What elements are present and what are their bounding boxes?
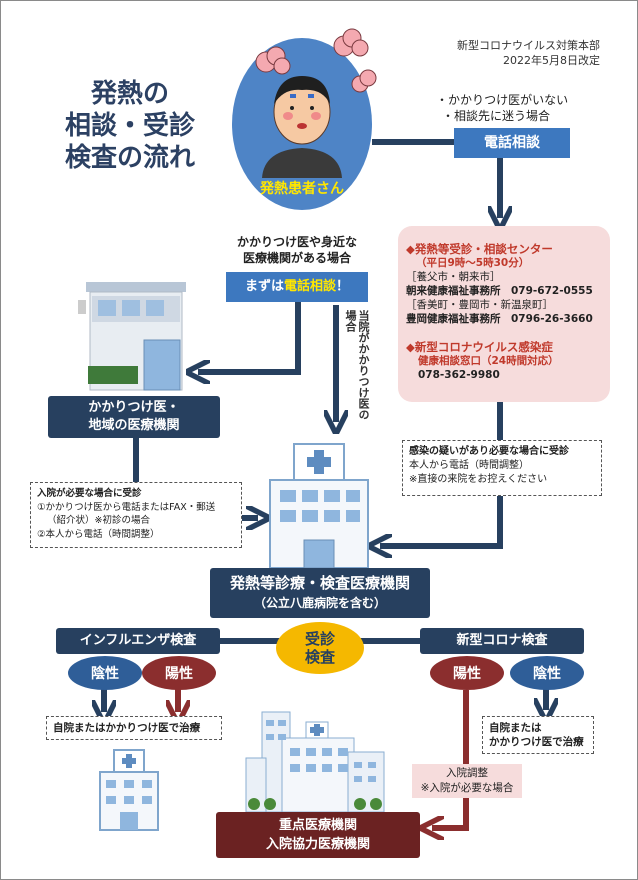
corona-test-label: 新型コロナ検査 <box>420 628 584 654</box>
first-phone-emphasis: 電話相談 <box>283 279 336 294</box>
priority-line-1: 重点医療機関 <box>278 818 357 833</box>
first-phone-prefix: まずは <box>244 279 284 294</box>
center-office-2: 豊岡健康福祉事務所 0796-26-3660 <box>406 313 593 325</box>
center-area-2: ［香美町・豊岡市・新温泉町］ <box>406 299 553 311</box>
admission-line-1: 入院が必要な場合に受診 <box>37 488 142 499</box>
arrow-to-family-clinic <box>198 302 301 372</box>
consult-line-1: 受診 <box>304 630 335 648</box>
exam-hospital-line-1: 発熱等診療・検査医療機関 <box>229 574 410 592</box>
center-heading-2: ◆新型コロナウイルス感染症 <box>406 340 553 354</box>
family-clinic-box: かかりつけ医・ 地域の医療機関 <box>48 396 220 438</box>
exam-hospital-box: 発熱等診療・検査医療機関 （公立八鹿病院を含む） <box>210 568 430 618</box>
suspect-line-1: 感染の疑いがあり必要な場合に受診 <box>409 446 569 457</box>
has-doctor-conditions: かかりつけ医や身近な 医療機関がある場合 <box>222 234 372 266</box>
family-clinic-line-1: かかりつけ医・ <box>88 400 180 415</box>
phone-consult-button: 電話相談 <box>454 128 570 158</box>
treat-left-box: 自院またはかかりつけ医で治療 <box>46 716 222 740</box>
treat-right-line-1: 自院または <box>489 722 542 734</box>
admission-adjust-box: 入院調整 ※入院が必要な場合 <box>412 764 522 798</box>
center-24h: 健康相談窓口（24時間対応） <box>418 355 559 367</box>
suspect-line-3: ※直接の来院をお控えください <box>409 474 548 485</box>
first-phone-consult-button: まずは電話相談！ <box>226 272 368 302</box>
admission-note-box: 入院が必要な場合に受診 ①かかりつけ医から電話またはFAX・郵送 （紹介状）※初… <box>30 482 242 548</box>
center-hours: （平日9時～5時30分） <box>416 257 530 269</box>
no-doctor-line-2: ・相談先に迷う場合 <box>442 109 551 123</box>
header-info: 新型コロナウイルス対策本部 2022年5月8日改定 <box>457 38 600 68</box>
exam-hospital-line-2: （公立八鹿病院を含む） <box>253 596 386 610</box>
center-office-1: 朝来健康福祉事務所 079-672-0555 <box>406 285 593 297</box>
adjust-line-2: ※入院が必要な場合 <box>420 782 514 794</box>
suspect-note-box: 感染の疑いがあり必要な場合に受診 本人から電話（時間調整） ※直接の来院をお控え… <box>402 440 602 496</box>
patient-label: 発熱患者さん <box>260 181 344 197</box>
consultation-center-box: ◆発熱等受診・相談センター （平日9時～5時30分） ［養父市・朝来市］ 朝来健… <box>398 226 610 402</box>
org-name: 新型コロナウイルス対策本部 <box>457 39 600 52</box>
no-doctor-line-1: ・かかりつけ医がいない <box>436 93 569 107</box>
treat-right-line-2: かかりつけ医で治療 <box>489 736 584 748</box>
first-phone-suffix: ！ <box>336 279 350 294</box>
center-phone: 078-362-9980 <box>418 369 500 381</box>
influenza-positive: 陽性 <box>142 656 216 690</box>
admission-line-4: ②本人から電話（時間調整） <box>37 528 160 540</box>
influenza-negative: 陰性 <box>68 656 142 690</box>
own-hospital-note: 当院がかかりつけ医の場合 <box>344 310 370 420</box>
center-area-1: ［養父市・朝来市］ <box>406 271 501 283</box>
suspect-line-2: 本人から電話（時間調整） <box>409 460 529 471</box>
priority-line-2: 入院協力医療機関 <box>265 837 370 852</box>
treat-right-box: 自院または かかりつけ医で治療 <box>482 716 594 754</box>
influenza-test-label: インフルエンザ検査 <box>56 628 220 654</box>
consult-exam-badge: 受診 検査 <box>276 622 364 674</box>
title-line-3: 検査の流れ <box>64 143 195 173</box>
adjust-line-1: 入院調整 <box>446 767 488 779</box>
no-doctor-conditions: ・かかりつけ医がいない ・相談先に迷う場合 <box>436 92 568 124</box>
priority-hospital-box: 重点医療機関 入院協力医療機関 <box>216 812 420 858</box>
center-heading-1: ◆発熱等受診・相談センター <box>406 242 553 256</box>
corona-positive: 陽性 <box>430 656 504 690</box>
revision-date: 2022年5月8日改定 <box>503 54 600 67</box>
admission-line-3: （紹介状）※初診の場合 <box>47 515 150 526</box>
has-doctor-line-1: かかりつけ医や身近な <box>236 235 358 249</box>
title-line-2: 相談・受診 <box>64 111 195 141</box>
admission-line-2: ①かかりつけ医から電話またはFAX・郵送 <box>37 501 216 513</box>
consult-line-2: 検査 <box>304 648 335 666</box>
page-title: 発熱の 相談・受診 検査の流れ <box>40 78 220 174</box>
family-clinic-line-2: 地域の医療機関 <box>88 418 180 433</box>
title-line-1: 発熱の <box>90 79 169 109</box>
corona-negative: 陰性 <box>510 656 584 690</box>
has-doctor-line-2: 医療機関がある場合 <box>242 251 351 265</box>
